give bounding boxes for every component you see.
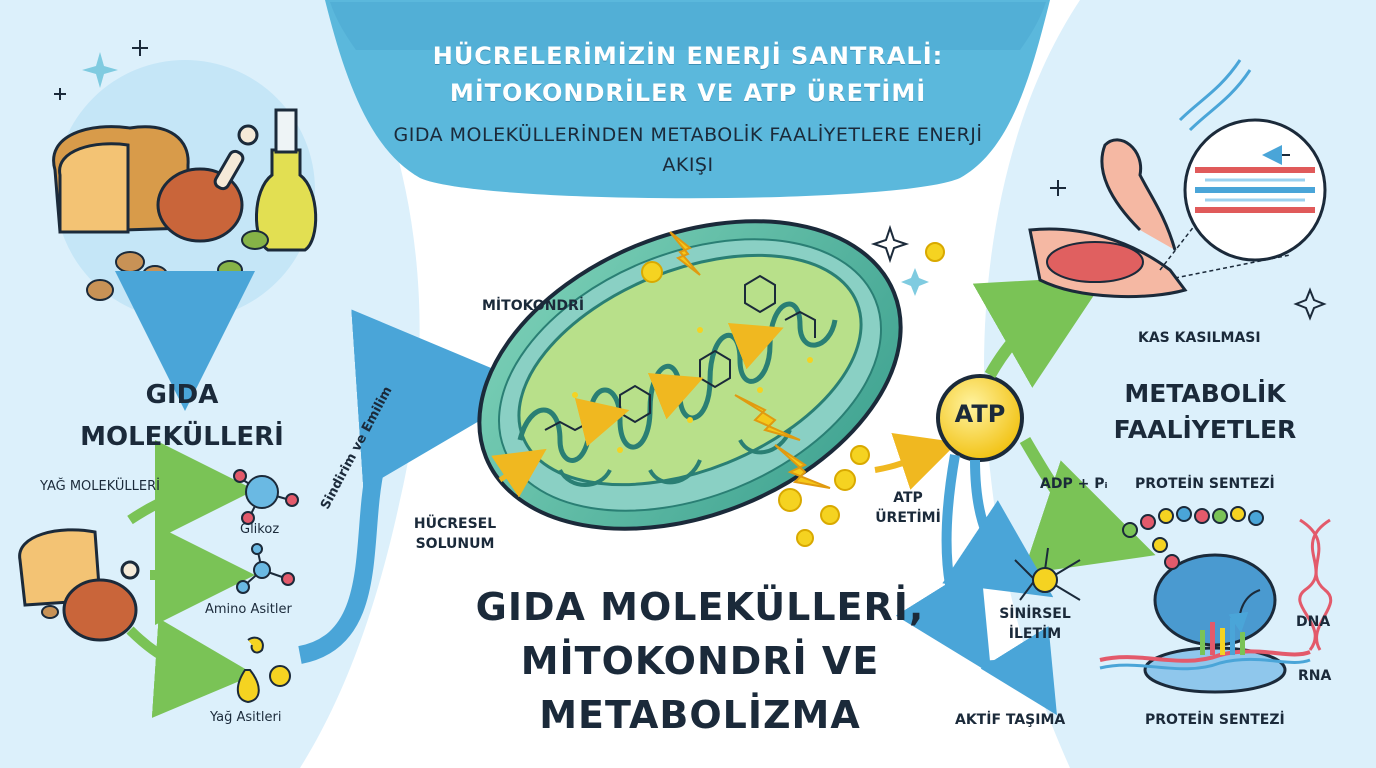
chicken-leg-icon bbox=[156, 124, 259, 243]
page-subtitle: GIDA MOLEKÜLLERİNDEN METABOLİK FAALİYETL… bbox=[393, 124, 983, 176]
rna-bars bbox=[1200, 618, 1245, 655]
amino-acid-molecule-icon bbox=[236, 543, 295, 594]
fatty-acids-label: Yağ Asitleri bbox=[210, 710, 282, 725]
dna-helix-icon bbox=[1298, 518, 1333, 651]
glucose-label: Glikoz bbox=[240, 522, 280, 537]
protein-synthesis-top-label: PROTEİN SENTEZİ bbox=[1135, 476, 1275, 492]
cellular-respiration-label: HÜCRESEL SOLUNUM bbox=[413, 516, 497, 552]
active-transport-label: AKTİF TAŞIMA bbox=[955, 712, 1066, 728]
nut-icon bbox=[115, 251, 145, 273]
oil-bottle-icon bbox=[255, 108, 318, 252]
small-food-icon bbox=[18, 528, 140, 642]
glucose-molecule-icon bbox=[233, 469, 299, 525]
atp-label: ATP bbox=[954, 400, 1006, 428]
neuron-icon bbox=[1014, 547, 1081, 601]
olive-icon bbox=[217, 260, 243, 280]
atp-particle bbox=[641, 261, 663, 283]
fatty-acid-icon bbox=[236, 636, 291, 704]
fat-molecules-label: YAĞ MOLEKÜLLERİ bbox=[40, 479, 160, 494]
sparkle-icon bbox=[82, 52, 118, 88]
amino-acids-label: Amino Asitler bbox=[205, 602, 292, 617]
digestion-arrow bbox=[297, 309, 537, 664]
main-title: GIDA MOLEKÜLLERİ, MİTOKONDRİ VE METABOLİ… bbox=[475, 585, 925, 737]
mitochondrion-icon bbox=[477, 219, 903, 531]
nerve-conduction-label: SİNİRSEL İLETİM bbox=[999, 606, 1071, 642]
muscle-contraction-label: KAS KASILMASI bbox=[1138, 330, 1261, 346]
page-title: HÜCRELERİMİZİN ENERJİ SANTRALİ: MİTOKOND… bbox=[432, 42, 944, 107]
mrna-strand bbox=[1099, 649, 1311, 663]
amino-acid-chain-icon bbox=[1122, 506, 1264, 570]
lightning-icon bbox=[734, 394, 801, 441]
muscle-arm-icon bbox=[1028, 138, 1188, 299]
atp-production-label: ATP ÜRETİMİ bbox=[875, 490, 941, 526]
adp-label: ADP + Pᵢ bbox=[1040, 476, 1108, 492]
muscle-fiber-zoom-icon bbox=[1159, 118, 1327, 279]
dna-icon bbox=[1178, 59, 1252, 132]
food-molecules-heading: GIDA MOLEKÜLLERİ bbox=[80, 380, 284, 452]
protein-synthesis-bottom-label: PROTEİN SENTEZİ bbox=[1145, 712, 1285, 728]
bread-icon bbox=[52, 125, 190, 234]
dna-label: DNA bbox=[1296, 614, 1331, 630]
metabolic-activities-heading: METABOLİK FAALİYETLER bbox=[1113, 379, 1297, 444]
rna-label: RNA bbox=[1298, 668, 1332, 684]
mitochondria-label: MİTOKONDRİ bbox=[482, 298, 585, 314]
